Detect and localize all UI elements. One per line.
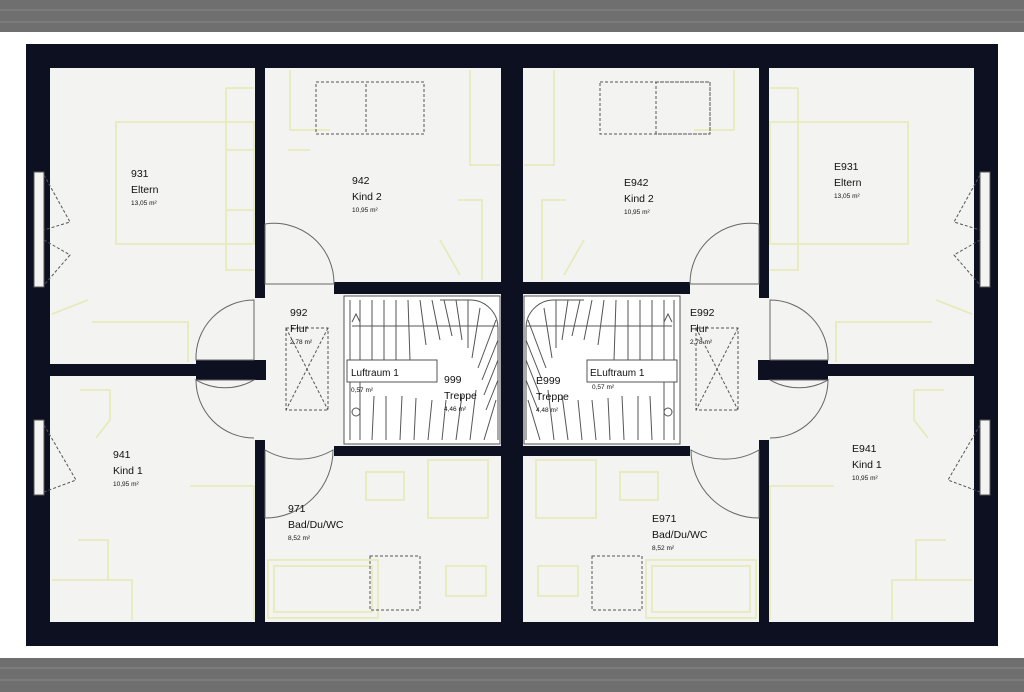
room-E999-area: 4,48 m² [536,407,559,414]
room-labels: 931 Eltern 13,05 m² 942 Kind 2 10,95 m² … [113,161,882,552]
room-942-number: 942 [352,175,370,187]
room-941-area: 10,95 m² [113,481,139,488]
void-right-area: 0,57 m² [592,384,615,391]
door-swings [194,222,830,519]
room-992-area: 2,78 m² [290,339,313,346]
room-E931-number: E931 [834,161,859,173]
room-E942-area: 10,95 m² [624,209,650,216]
room-E992-area: 2,78 m² [690,339,713,346]
room-E942-name: Kind 2 [624,193,654,205]
room-942-area: 10,95 m² [352,207,378,214]
room-E999-number: E999 [536,375,561,387]
room-999-name: Treppe [444,390,477,402]
room-971-name: Bad/Du/WC [288,519,344,531]
svg-text:⊥: ⊥ [972,35,977,42]
room-E931-name: Eltern [834,177,862,189]
room-E992-number: E992 [690,307,715,319]
room-999-number: 999 [444,374,462,386]
room-E941-number: E941 [852,443,877,455]
room-E941-area: 10,95 m² [852,475,878,482]
furniture [51,70,973,620]
void-box-left [346,359,438,383]
roof-band-bottom [0,658,1024,692]
room-942-name: Kind 2 [352,191,382,203]
room-992-number: 992 [290,307,308,319]
room-E931-area: 13,05 m² [834,193,860,200]
room-931-number: 931 [131,168,149,180]
room-E971-name: Bad/Du/WC [652,529,708,541]
room-931-name: Eltern [131,184,159,196]
room-E941-name: Kind 1 [852,459,882,471]
void-box-right [586,359,678,383]
room-E971-area: 8,52 m² [652,545,675,552]
room-E992-name: Flur [690,323,709,335]
svg-text:⊤: ⊤ [972,651,977,658]
room-941-number: 941 [113,449,131,461]
interior-walls [50,68,974,622]
room-E942-number: E942 [624,177,649,189]
svg-text:⊤: ⊤ [42,651,47,658]
room-971-area: 8,52 m² [288,535,311,542]
void-left-area: 0,57 m² [351,387,374,394]
room-E971-number: E971 [652,513,677,525]
svg-text:⊥: ⊥ [42,35,47,42]
roof-band-top [0,0,1024,32]
void-left-name: Luftraum 1 [351,368,399,379]
room-E999-name: Treppe [536,391,569,403]
room-931-area: 13,05 m² [131,200,157,207]
room-941-name: Kind 1 [113,465,143,477]
room-992-name: Flur [290,323,309,335]
skylights [285,81,739,611]
room-999-area: 4,46 m² [444,406,467,413]
void-right-name: ELuftraum 1 [590,368,645,379]
room-971-number: 971 [288,503,306,515]
